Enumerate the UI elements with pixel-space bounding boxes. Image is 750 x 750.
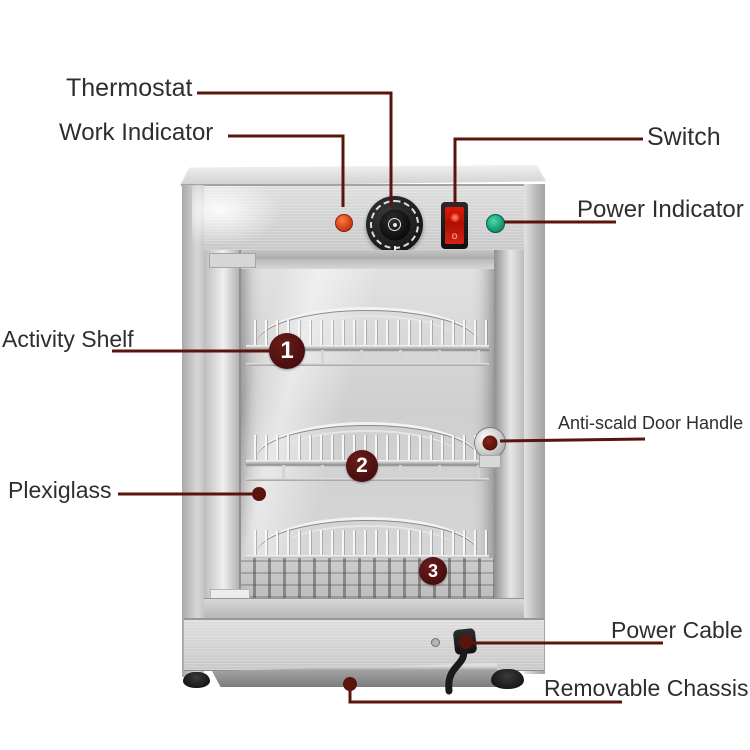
power-switch: o [441, 202, 468, 249]
shelf-badge-1: 1 [269, 333, 305, 369]
door-hinge-tab [209, 253, 256, 268]
shelf-back-rail [255, 517, 480, 554]
label-thermostat: Thermostat [66, 74, 193, 102]
power-switch-lamp [450, 213, 459, 222]
door-handle-grip [482, 435, 498, 451]
thermostat-knob-pointer [393, 246, 396, 251]
label-work-indicator: Work Indicator [59, 119, 214, 146]
cabinet-top-lid [180, 165, 546, 186]
cabinet-left-wall [182, 185, 204, 677]
shelf-supports [246, 350, 489, 363]
shelf-inner-rail [275, 430, 460, 458]
thermostat-knob-emblem-icon [388, 218, 401, 231]
power-indicator-light [486, 214, 505, 233]
label-activity-shelf: Activity Shelf [2, 326, 134, 352]
shelf-back-rail [255, 422, 480, 459]
perforated-bottom-tray [241, 558, 494, 598]
cabinet-foot-left [183, 672, 210, 688]
work-indicator-light [335, 214, 353, 232]
panel-glare [192, 186, 282, 246]
cabinet-interior-top [241, 259, 494, 269]
power-switch-rocker: o [445, 207, 464, 244]
cabinet-right-wall [524, 184, 545, 674]
wire-shelf-3 [246, 517, 489, 579]
shelf-back-rail [255, 307, 480, 344]
plexiglass-door-panel [241, 259, 494, 598]
power-switch-off-marking: o [451, 231, 458, 242]
door-handle-bracket [479, 455, 501, 468]
shelf-front-rail [246, 345, 489, 350]
shelf-wire-grid [246, 530, 489, 555]
door-frame-left [204, 250, 241, 618]
cabinet-foot-right [491, 669, 524, 689]
door-bottom-bar [204, 598, 524, 619]
label-removable-chassis: Removable Chassis [544, 675, 749, 701]
label-power-indicator: Power Indicator [577, 196, 744, 223]
thermostat-knob [366, 196, 423, 253]
shelf-badge-2: 2 [346, 450, 378, 482]
label-power-cable: Power Cable [611, 617, 743, 643]
thermostat-knob-hub [379, 209, 410, 240]
door-top-bar [204, 250, 524, 259]
label-switch: Switch [647, 123, 721, 151]
power-cable-plug [452, 627, 478, 656]
shelf-badge-3: 3 [419, 557, 447, 585]
shelf-front-rail [246, 555, 489, 560]
base-screw [431, 638, 440, 647]
shelf-inner-rail [275, 525, 460, 553]
cabinet-base [184, 618, 544, 671]
label-plexiglass: Plexiglass [8, 477, 112, 503]
shelf-inner-rail [275, 315, 460, 343]
shelf-lower-rail [246, 363, 489, 366]
label-anti-scald-door-handle: Anti-scald Door Handle [558, 413, 744, 433]
